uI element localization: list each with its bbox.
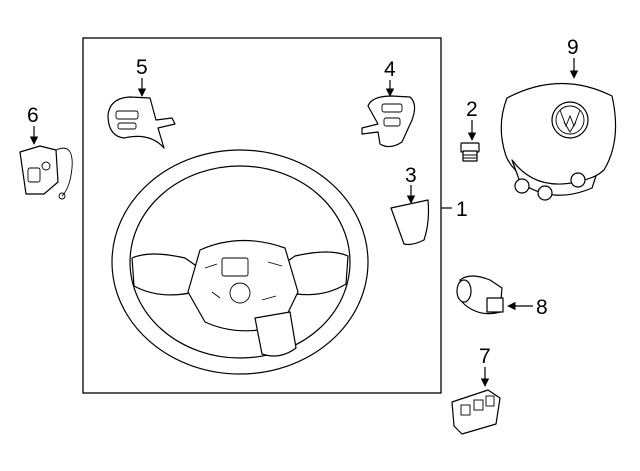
callout-6: 6 [27, 104, 39, 127]
callout-2: 2 [466, 98, 478, 121]
callout-8: 8 [536, 296, 548, 319]
airbag-module[interactable] [500, 82, 617, 201]
callout-1: 1 [456, 198, 468, 221]
left-steering-switch[interactable] [107, 96, 176, 149]
callout-4: 4 [384, 58, 396, 81]
right-steering-switch[interactable] [361, 95, 416, 148]
brand-emblem-icon [551, 101, 589, 139]
steering-wheel[interactable] [111, 149, 369, 375]
callout-9: 9 [567, 36, 579, 59]
bolt[interactable] [460, 142, 480, 162]
assembly-frame [82, 37, 442, 394]
clock-spring-sensor[interactable] [456, 275, 504, 315]
callout-5: 5 [136, 56, 148, 79]
shift-paddle-switch[interactable] [19, 145, 73, 200]
trim-cover[interactable] [390, 199, 430, 246]
callout-3: 3 [405, 164, 417, 187]
callout-7: 7 [479, 345, 491, 368]
switch-connector[interactable] [451, 389, 501, 435]
